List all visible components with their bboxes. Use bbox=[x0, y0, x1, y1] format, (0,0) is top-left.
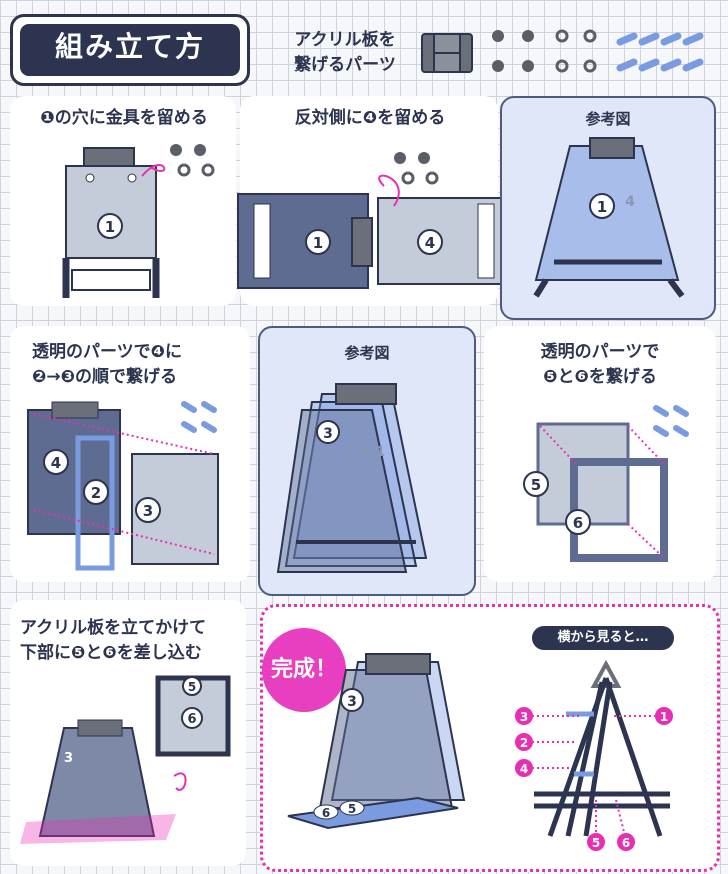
side-view-illustration: 3 2 4 1 5 6 bbox=[515, 659, 673, 851]
part-number-1c: 1 bbox=[597, 198, 607, 216]
step-2-illustration: 1 4 bbox=[237, 152, 509, 289]
reference-heading-1: 参考図 bbox=[585, 110, 631, 128]
part-number-4: 4 bbox=[425, 234, 435, 252]
part-number-5: 5 bbox=[531, 476, 541, 494]
side-number-3: 3 bbox=[520, 710, 528, 724]
part-number-6b: 6 bbox=[187, 712, 196, 727]
step-4-caption: 透明のパーツで ❺と❻を繋げる bbox=[540, 342, 660, 387]
side-number-1: 1 bbox=[660, 710, 668, 724]
side-view-label: 横から見ると… bbox=[532, 626, 674, 650]
side-number-5: 5 bbox=[592, 836, 600, 850]
part-number-3c: 3 bbox=[64, 751, 73, 766]
washer-icons bbox=[555, 29, 597, 73]
screw-icons bbox=[492, 30, 534, 72]
step-1-illustration: 1 bbox=[62, 144, 215, 298]
step-5-illustration: 5 6 3 bbox=[20, 675, 231, 844]
reference-1-illustration: 1 4 bbox=[533, 137, 685, 298]
reference-2-illustration: 3 2 4 1 bbox=[276, 383, 428, 573]
step-4-illustration: 5 6 bbox=[523, 405, 689, 562]
connector-pin-icons bbox=[616, 32, 704, 72]
part-number-3d: 3 bbox=[347, 694, 357, 710]
part-number-2: 2 bbox=[91, 484, 101, 502]
side-number-6: 6 bbox=[622, 836, 630, 850]
reference-heading-2: 参考図 bbox=[344, 344, 390, 362]
step-5-caption: アクリル板を立てかけて 下部に❺と❻を差し込む bbox=[20, 618, 207, 663]
part-number-5c: 5 bbox=[348, 802, 356, 816]
part-number-6c: 6 bbox=[322, 806, 330, 820]
final-illustration: 3 6 5 bbox=[287, 653, 466, 830]
step-3-illustration: 4 2 3 bbox=[27, 401, 219, 571]
part-number-1b: 1 bbox=[313, 234, 323, 252]
step-2-caption: 反対側に❹を留める bbox=[294, 108, 446, 128]
part-number-4d: 4 bbox=[51, 454, 61, 472]
step-1-caption: ❶の穴に金具を留める bbox=[40, 108, 208, 128]
parts-illustration bbox=[421, 29, 704, 73]
part-number-3b: 3 bbox=[323, 426, 333, 442]
part-number-5b: 5 bbox=[188, 680, 196, 694]
side-number-2: 2 bbox=[520, 736, 528, 750]
reference-panel-1: 参考図 bbox=[500, 96, 716, 320]
part-number-4b: 4 bbox=[360, 445, 369, 460]
parts-label: アクリル板を 繋げるパーツ bbox=[294, 30, 396, 75]
part-number-1: 1 bbox=[105, 218, 115, 236]
step-3-caption: 透明のパーツで❹に ❷→❸の順で繋げる bbox=[32, 342, 183, 387]
side-number-4: 4 bbox=[520, 762, 528, 776]
title-frame: 組み立て方 bbox=[10, 14, 250, 86]
part-number-4c: 4 bbox=[625, 194, 635, 210]
hinge-icon bbox=[421, 33, 473, 73]
part-number-6: 6 bbox=[573, 514, 583, 532]
part-number-3: 3 bbox=[143, 502, 153, 520]
part-number-1d: 1 bbox=[376, 445, 385, 460]
part-number-2b: 2 bbox=[344, 445, 353, 460]
page-title: 組み立て方 bbox=[20, 24, 240, 76]
complete-badge: 完成！ bbox=[262, 628, 346, 712]
